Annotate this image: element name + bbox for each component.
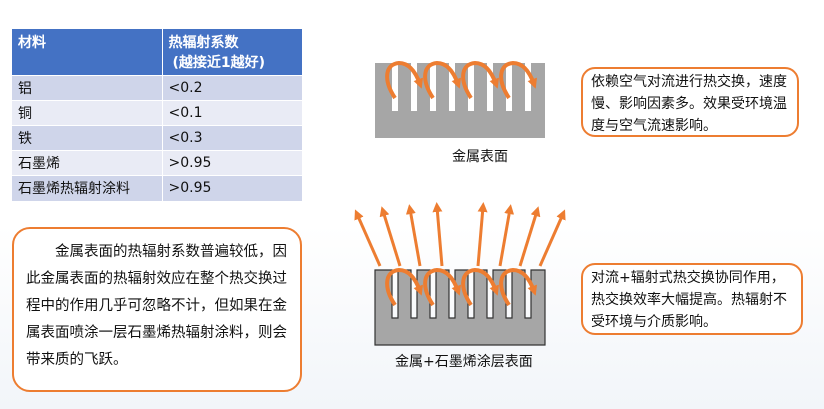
convection-arrows-top — [385, 60, 537, 100]
cell-material: 石墨烯热辐射涂料 — [12, 175, 163, 201]
header-emissivity-note: (越接近1越好) — [172, 55, 266, 71]
table-row: 铁 <0.3 — [12, 125, 302, 151]
convection-arrows-bottom — [385, 267, 537, 307]
table-row: 铝 <0.2 — [12, 75, 302, 101]
cell-value: <0.1 — [162, 100, 302, 126]
emissivity-table: 材料 热辐射系数 (越接近1越好) 铝 <0.2 铜 <0.1 铁 <0.3 石… — [12, 29, 302, 201]
metal-surface-caption: 金属表面 — [452, 149, 508, 165]
cell-value: >0.95 — [162, 150, 302, 176]
radiation-arrows — [354, 202, 566, 267]
header-material: 材料 — [12, 29, 163, 76]
cell-material: 铝 — [12, 75, 163, 101]
combined-exchange-note: 对流+辐射式热交换协同作用，热交换效率大幅提高。热辐射不受环境与介质影响。 — [581, 263, 803, 335]
table-row: 石墨烯 >0.95 — [12, 150, 302, 176]
cell-value: <0.3 — [162, 125, 302, 151]
cell-value: <0.2 — [162, 75, 302, 101]
summary-note: 金属表面的热辐射系数普遍较低，因此金属表面的热辐射效应在整个热交换过程中的作用几… — [12, 227, 302, 392]
table-row: 铜 <0.1 — [12, 100, 302, 126]
coated-surface-caption: 金属+石墨烯涂层表面 — [395, 354, 533, 370]
cell-material: 石墨烯 — [12, 150, 163, 176]
header-emissivity: 热辐射系数 (越接近1越好) — [162, 29, 302, 76]
cell-material: 铁 — [12, 125, 163, 151]
metal-heatsink-fins — [375, 63, 545, 138]
cell-value: >0.95 — [162, 175, 302, 201]
cell-material: 铜 — [12, 100, 163, 126]
table-header-row: 材料 热辐射系数 (越接近1越好) — [12, 29, 302, 76]
header-emissivity-title: 热辐射系数 — [168, 35, 239, 51]
table-row: 石墨烯热辐射涂料 >0.95 — [12, 175, 302, 201]
coated-heatsink-fins — [374, 269, 546, 346]
convection-note: 依赖空气对流进行热交换，速度慢、影响因素多。效果受环境温度与空气流速影响。 — [581, 67, 799, 137]
